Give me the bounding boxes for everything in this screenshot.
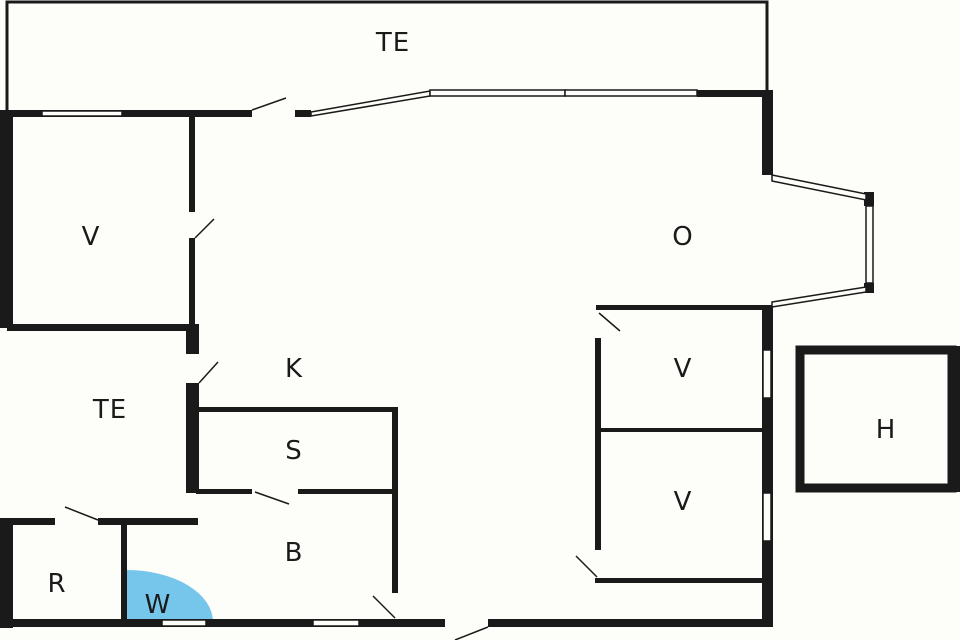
room-label-te-top: TE (375, 28, 411, 58)
room-label-h: H (875, 415, 897, 445)
windows (41, 89, 874, 627)
room-label-b: B (284, 538, 304, 568)
room-label-o: O (672, 222, 694, 252)
room-label-v-right-1: V (673, 354, 693, 384)
room-label-te-left: TE (92, 395, 128, 425)
room-label-w: W (144, 590, 172, 620)
interior-walls (7, 116, 766, 622)
room-label-k: K (284, 354, 304, 384)
wet-zone (127, 570, 213, 622)
room-label-v-right-2: V (673, 487, 693, 517)
exterior-walls (0, 90, 874, 628)
room-label-s: S (285, 436, 303, 466)
door-swings (64, 97, 621, 640)
room-label-r: R (47, 569, 67, 599)
terrace-outline (5, 0, 769, 110)
room-label-v-left: V (81, 222, 101, 252)
outbuilding-h (795, 345, 960, 493)
